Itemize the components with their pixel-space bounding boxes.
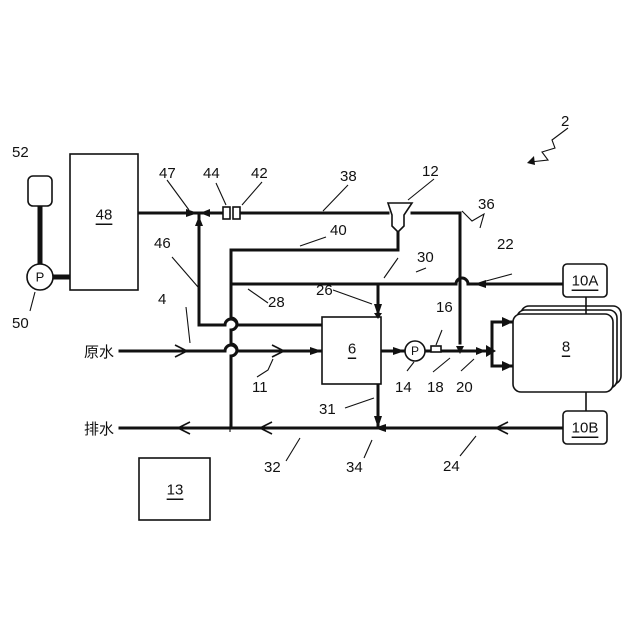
valve-44-icon	[223, 207, 230, 219]
flow-arrow-icon	[374, 424, 386, 432]
label-28: 28	[268, 294, 285, 311]
label-30: 30	[417, 249, 434, 266]
label-12: 12	[422, 163, 439, 180]
label-46: 46	[154, 235, 171, 252]
label-11: 11	[252, 379, 268, 396]
label-32: 32	[264, 459, 281, 476]
sensor-10b-label: 10B	[572, 420, 599, 437]
reservoir-label: 48	[96, 207, 113, 224]
membrane-branch	[492, 322, 513, 366]
pipe-46	[199, 213, 322, 325]
label-2: 2	[561, 113, 569, 130]
label-31: 31	[319, 401, 336, 418]
label-50: 50	[12, 315, 29, 332]
flow-arrow-icon	[474, 280, 486, 288]
funnel-icon	[388, 203, 412, 232]
pipe-22	[234, 278, 563, 284]
label-14: 14	[395, 379, 412, 396]
pump-50-symbol: P	[36, 270, 45, 285]
label-16: 16	[436, 299, 453, 316]
pump-14-symbol: P	[411, 344, 419, 358]
controller-label: 13	[167, 482, 184, 499]
label-42: 42	[251, 165, 268, 182]
label-4: 4	[158, 291, 166, 308]
drain-text: 排水	[84, 421, 114, 438]
check-16-box	[431, 346, 441, 352]
flow-arrow-icon	[186, 209, 198, 217]
valve-42-icon	[233, 207, 240, 219]
flow-arrow-icon	[310, 347, 322, 355]
flow-arrow-icon	[502, 317, 513, 327]
label-18: 18	[427, 379, 444, 396]
raw-water-text: 原水	[84, 344, 114, 361]
sensor-10a-label: 10A	[572, 273, 599, 290]
tank-label: 6	[348, 341, 356, 358]
label-36: 36	[478, 196, 495, 213]
membrane-label: 8	[562, 339, 570, 356]
flow-arrow-icon	[502, 361, 513, 371]
label-20: 20	[456, 379, 473, 396]
squiggle-arrow-icon	[530, 128, 568, 162]
label-47: 47	[159, 165, 176, 182]
flow-arrow-icon	[195, 216, 203, 226]
label-34: 34	[346, 459, 363, 476]
label-26: 26	[316, 282, 333, 299]
label-24: 24	[443, 458, 460, 475]
flow-arrow-icon	[393, 347, 405, 355]
label-52: 52	[12, 144, 29, 161]
label-44: 44	[203, 165, 220, 182]
label-40: 40	[330, 222, 347, 239]
vessel-52	[28, 176, 52, 206]
pipe-28	[231, 250, 237, 428]
flow-arrow-icon	[200, 209, 210, 217]
squiggle-arrowhead	[527, 156, 535, 165]
raw-water-pipe	[120, 345, 322, 351]
flow-arrow-icon	[476, 347, 486, 355]
label-38: 38	[340, 168, 357, 185]
label-22: 22	[497, 236, 514, 253]
